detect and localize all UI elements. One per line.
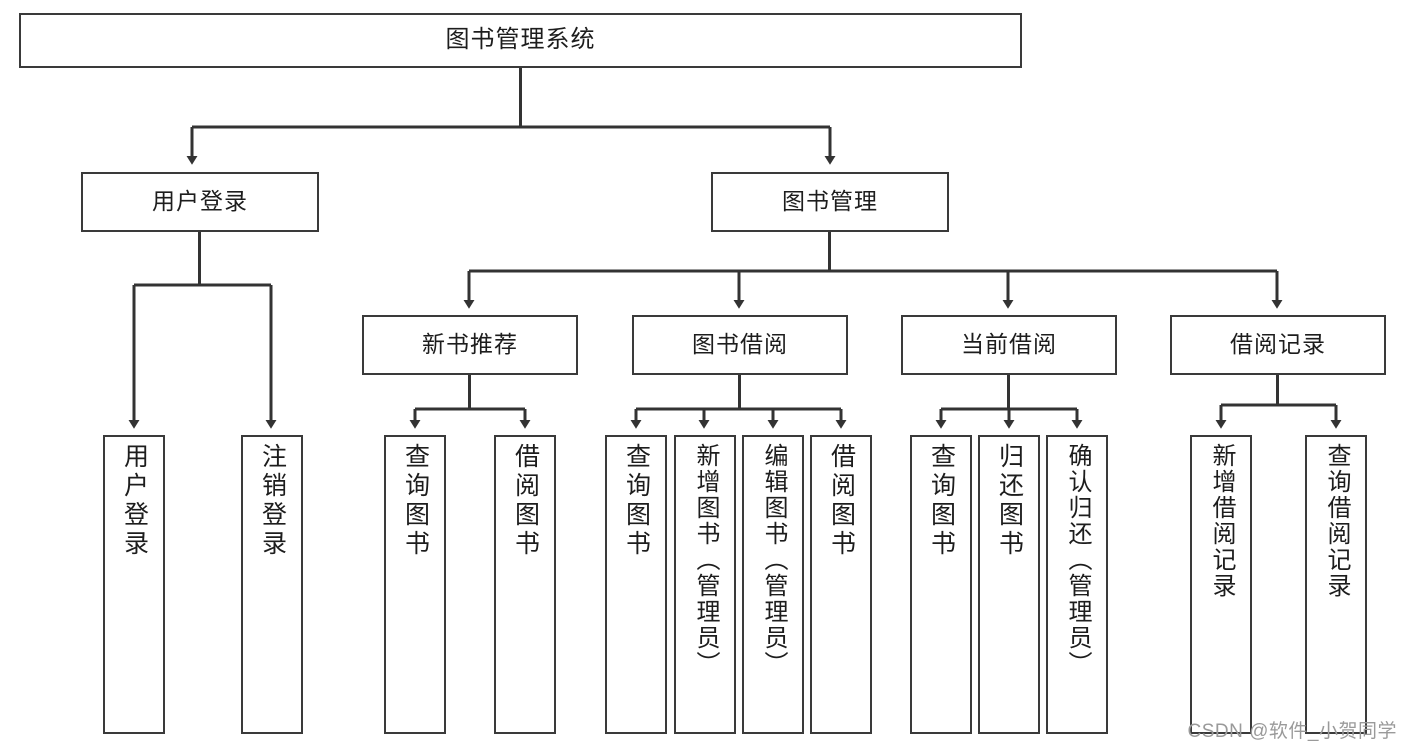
- leaf-confirm-return[interactable]: 确认归还（管理员）: [1046, 435, 1108, 734]
- leaf-add-record-label: 新增借阅记录: [1207, 443, 1235, 599]
- leaf-query-book-3[interactable]: 查询图书: [910, 435, 972, 734]
- leaf-query-book-1[interactable]: 查询图书: [384, 435, 446, 734]
- leaf-user-login[interactable]: 用户登录: [103, 435, 165, 734]
- csdn-watermark: CSDN @软件_小贺同学: [1187, 721, 1397, 742]
- leaf-add-book-label: 新增图书（管理员）: [691, 443, 719, 677]
- leaf-borrow-book-1-label: 借阅图书: [511, 443, 540, 559]
- leaf-logout-label: 注销登录: [258, 443, 287, 559]
- leaf-borrow-book-2[interactable]: 借阅图书: [810, 435, 872, 734]
- node-book-borrow[interactable]: 图书借阅: [632, 315, 848, 375]
- node-user-login[interactable]: 用户登录: [81, 172, 319, 232]
- node-root-label: 图书管理系统: [445, 26, 596, 54]
- leaf-add-book[interactable]: 新增图书（管理员）: [674, 435, 736, 734]
- node-borrow-record-label: 借阅记录: [1230, 331, 1326, 358]
- leaf-query-book-3-label: 查询图书: [927, 443, 956, 559]
- leaf-borrow-book-2-label: 借阅图书: [827, 443, 856, 559]
- leaf-query-record-label: 查询借阅记录: [1322, 443, 1350, 599]
- leaf-logout[interactable]: 注销登录: [241, 435, 303, 734]
- leaf-borrow-book-1[interactable]: 借阅图书: [494, 435, 556, 734]
- node-book-manage[interactable]: 图书管理: [711, 172, 949, 232]
- node-book-borrow-label: 图书借阅: [692, 331, 788, 358]
- leaf-query-book-2-label: 查询图书: [622, 443, 651, 559]
- node-current-borrow[interactable]: 当前借阅: [901, 315, 1117, 375]
- leaf-query-record[interactable]: 查询借阅记录: [1305, 435, 1367, 734]
- node-root[interactable]: 图书管理系统: [19, 13, 1022, 68]
- node-borrow-record[interactable]: 借阅记录: [1170, 315, 1386, 375]
- leaf-query-book-1-label: 查询图书: [401, 443, 430, 559]
- node-current-borrow-label: 当前借阅: [961, 331, 1057, 358]
- leaf-add-record[interactable]: 新增借阅记录: [1190, 435, 1252, 734]
- node-new-book-rec-label: 新书推荐: [422, 331, 518, 358]
- leaf-user-login-label: 用户登录: [120, 443, 149, 559]
- node-new-book-rec[interactable]: 新书推荐: [362, 315, 578, 375]
- node-user-login-label: 用户登录: [152, 188, 248, 215]
- leaf-edit-book-label: 编辑图书（管理员）: [759, 443, 787, 677]
- leaf-return-book-label: 归还图书: [995, 443, 1024, 559]
- leaf-return-book[interactable]: 归还图书: [978, 435, 1040, 734]
- leaf-query-book-2[interactable]: 查询图书: [605, 435, 667, 734]
- leaf-edit-book[interactable]: 编辑图书（管理员）: [742, 435, 804, 734]
- leaf-confirm-return-label: 确认归还（管理员）: [1063, 443, 1091, 677]
- node-book-manage-label: 图书管理: [782, 188, 878, 215]
